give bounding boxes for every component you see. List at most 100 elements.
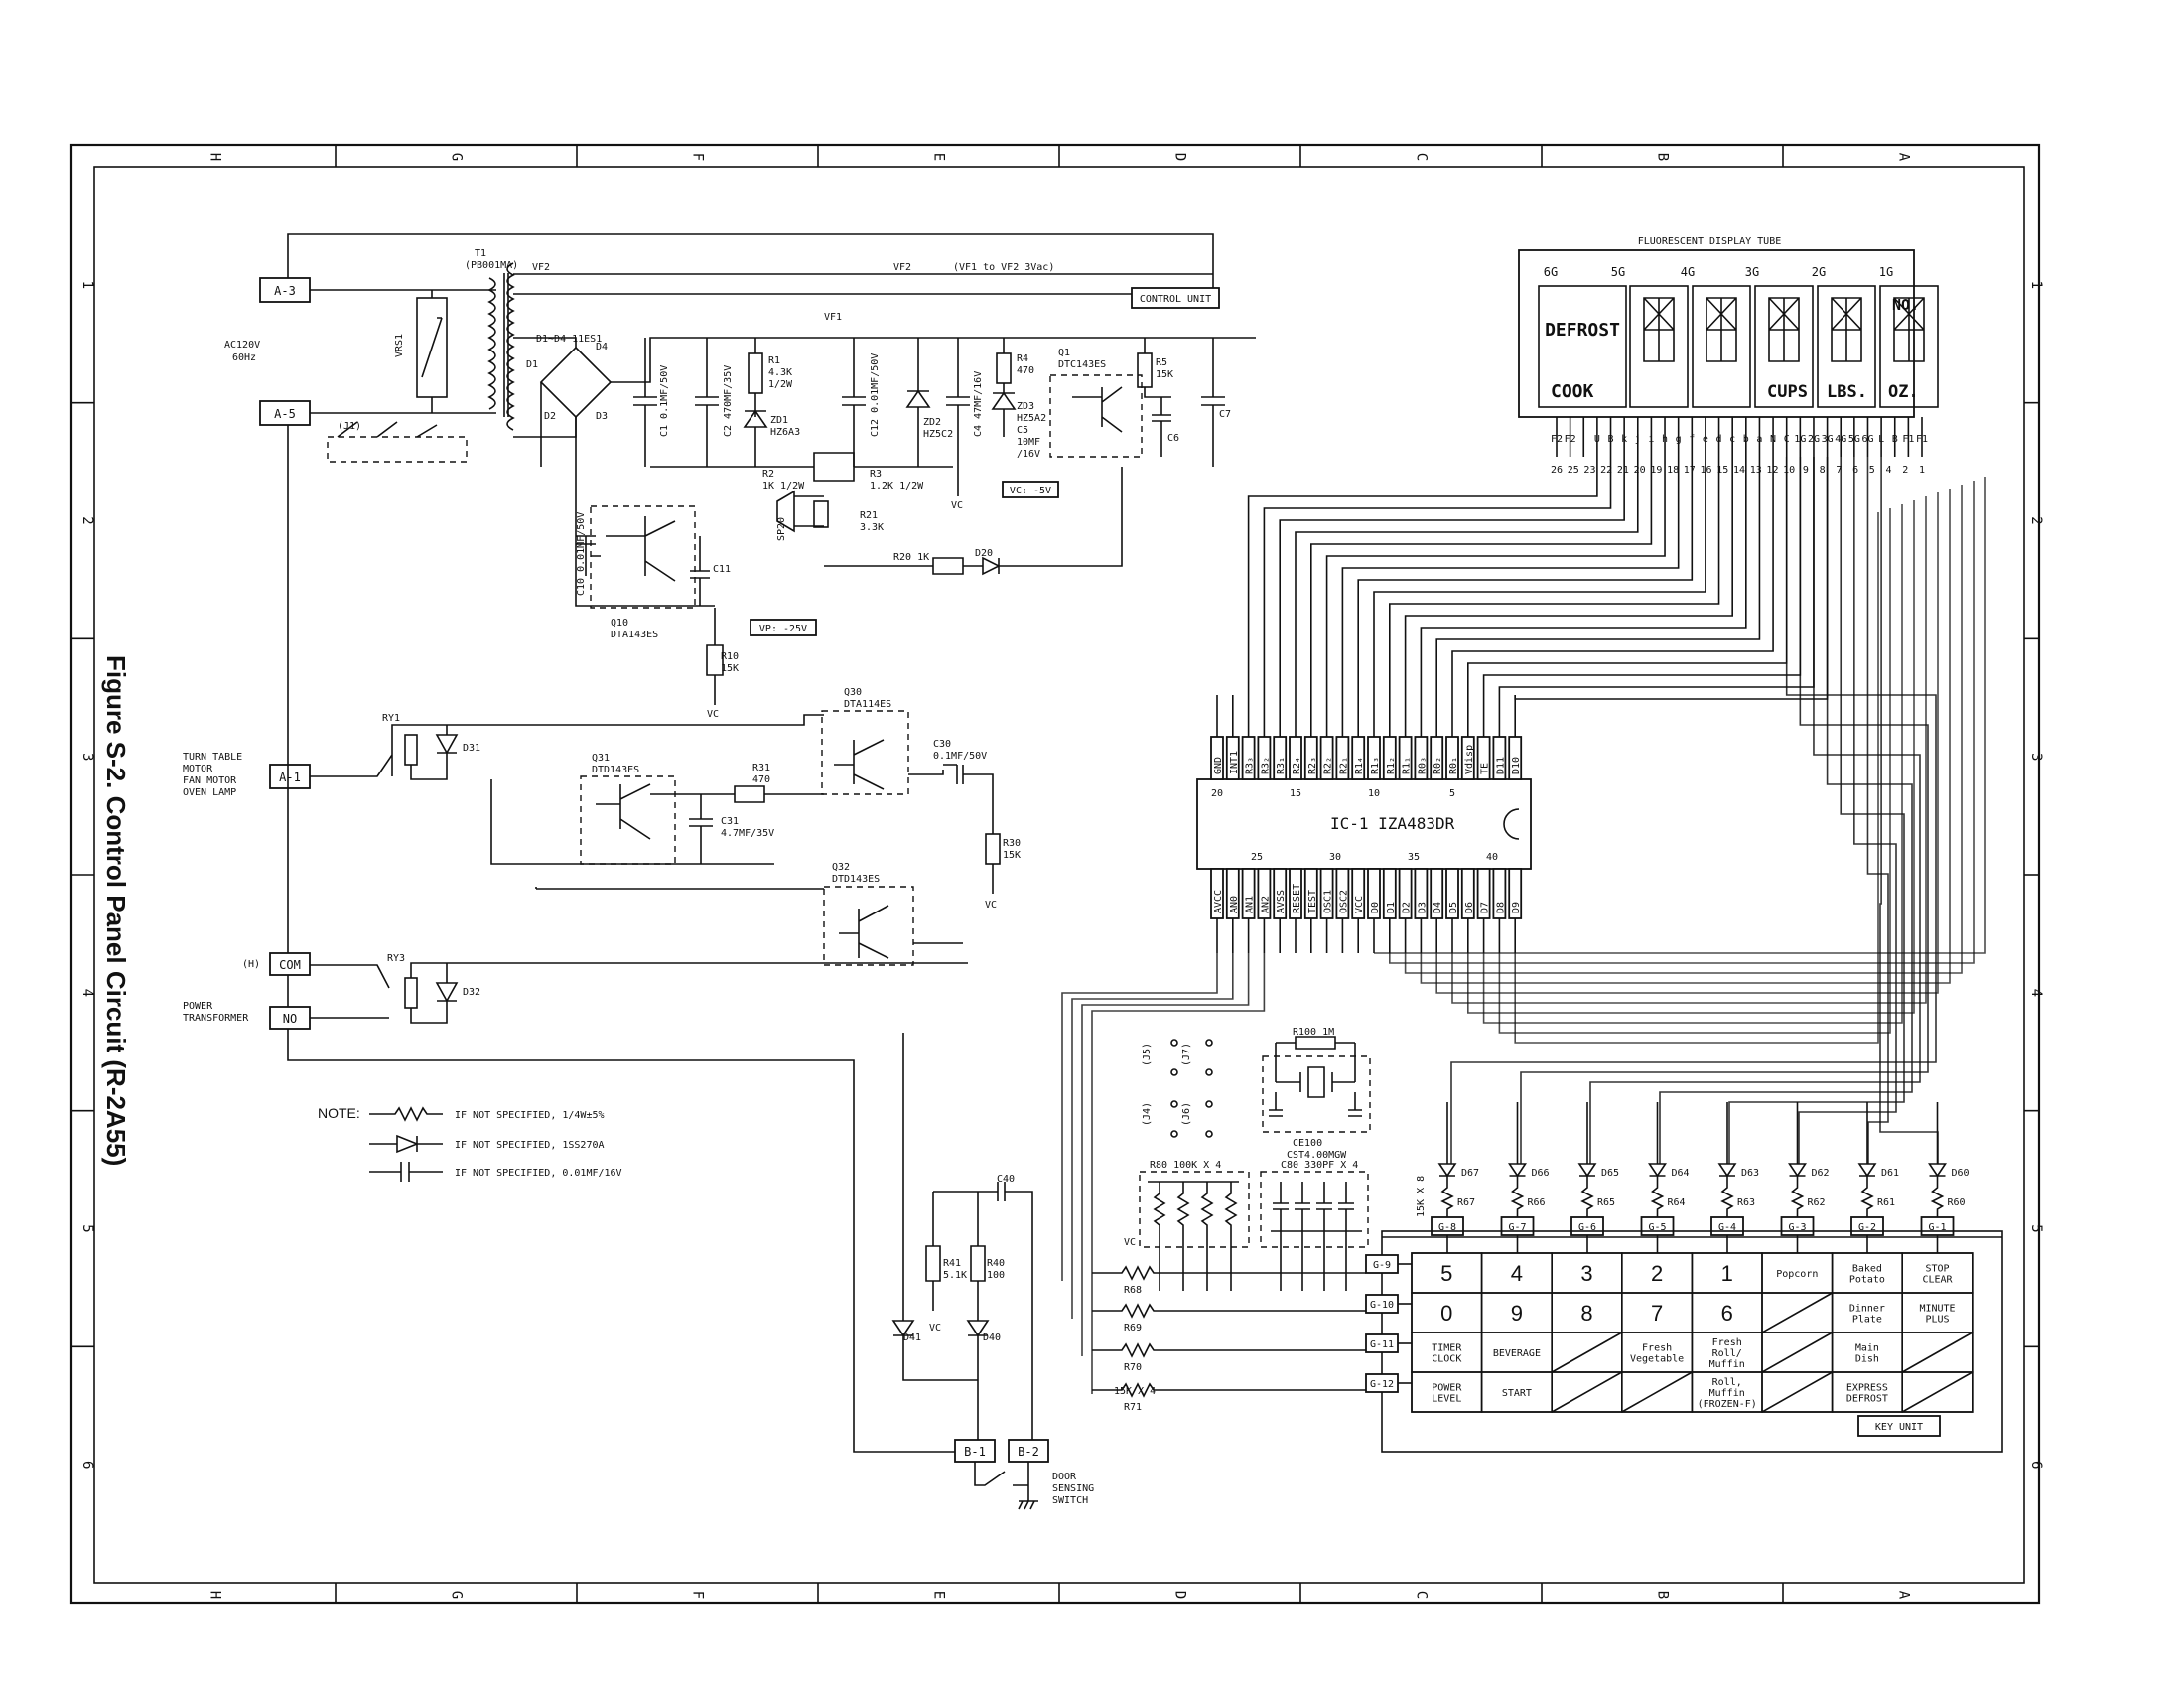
r31-value: 470	[752, 774, 770, 785]
r80-label: R80 100K X 4	[1150, 1160, 1221, 1171]
connector-a3	[259, 277, 311, 303]
vfd-word-cups: CUPS	[1767, 382, 1808, 402]
vfd-pin-number: 21	[1617, 465, 1629, 476]
row-driver-label: G-11	[1370, 1339, 1394, 1350]
border-col-top: H	[207, 153, 223, 161]
bus-wire-top	[1389, 457, 1720, 695]
display-bus-wiring	[1061, 457, 1986, 1394]
bus-wire-bottom	[1404, 485, 1963, 974]
vfd-word-panel	[1538, 285, 1627, 408]
bus-wire-top	[1451, 457, 1774, 695]
row-driver-label: G-9	[1373, 1260, 1391, 1271]
border-row-left: 3	[79, 753, 95, 761]
sp20-label: SP20	[776, 517, 787, 541]
c40-label: C40	[997, 1174, 1015, 1185]
ic1-pin-bottom-label: D4	[1433, 902, 1443, 913]
connector-a5-label: A-5	[274, 407, 296, 421]
bus-wire-top	[1310, 457, 1653, 695]
bus-wire-grid	[1798, 457, 1897, 1164]
d1-label: D1	[526, 359, 538, 370]
keypad-key-label: BEVERAGE	[1493, 1348, 1541, 1359]
border-col-top: E	[931, 153, 947, 161]
c5-voltage: /16V	[1017, 449, 1040, 460]
r100-label: R100 1M	[1293, 1027, 1334, 1038]
zd3-type: HZ5A2	[1017, 413, 1046, 424]
grid-diode-label: D67	[1461, 1168, 1479, 1179]
bus-wire-bottom	[1498, 508, 1891, 1034]
keypad-key-label: 3	[1580, 1261, 1592, 1286]
ic1-pin-bottom-label: RESET	[1292, 884, 1302, 913]
row-resistor	[1092, 1265, 1366, 1281]
ic1-pin-number: 30	[1329, 852, 1341, 863]
ic1-pin-bottom-label: D7	[1480, 902, 1491, 913]
keypad-key-label: Dish	[1855, 1354, 1879, 1365]
vfd-body	[1518, 249, 1915, 418]
keypad-key-unused	[1551, 1371, 1623, 1413]
keypad-key-label: Roll/	[1712, 1348, 1742, 1359]
row-resistor	[1092, 1303, 1366, 1319]
vfd-pin-letter: F1	[1916, 434, 1928, 445]
connector-b1-label: B-1	[964, 1445, 986, 1459]
keypad-key[interactable]	[1901, 1371, 1974, 1413]
grid-resistor	[1930, 1176, 1945, 1217]
ic1-pin-bottom-label: OSC1	[1323, 890, 1334, 913]
keypad-key-label: Fresh	[1642, 1343, 1672, 1354]
r80-resistor	[1224, 1182, 1238, 1291]
keypad-key-label: Muffin	[1709, 1388, 1745, 1399]
keypad-key-label: EXPRESS	[1846, 1383, 1888, 1394]
grid-diode-label: D61	[1881, 1168, 1899, 1179]
r3-value: 1.2K 1/2W	[870, 481, 924, 491]
q10-label: Q10	[611, 618, 628, 629]
c80-capacitor	[1338, 1182, 1354, 1291]
j6-label: (J6)	[1181, 1102, 1192, 1126]
keypad-key-label: CLEAR	[1922, 1275, 1953, 1286]
bus-wire-grid	[1728, 457, 1905, 1164]
keypad-key-label: Potato	[1849, 1275, 1885, 1286]
ic1-pin-top-label: TE	[1480, 763, 1491, 774]
keypad-key-label: Dinner	[1849, 1304, 1885, 1315]
vfd-segment-digit	[1768, 297, 1800, 362]
ic1-pin-bottom-label: D8	[1495, 902, 1506, 913]
vfd-pin-number: 25	[1568, 465, 1579, 476]
border-row-right: 6	[2028, 1461, 2044, 1469]
vfd-pin-number: 9	[1803, 465, 1809, 476]
grid-driver-label: G-1	[1928, 1222, 1946, 1233]
bus-wire-grid	[1450, 457, 1937, 1164]
r31-label: R31	[752, 763, 770, 773]
bus-wire-analog	[1061, 953, 1218, 1281]
vfd-word-no: NO.	[1892, 296, 1919, 314]
ic1-pin-top-label: R0₂	[1433, 757, 1443, 774]
c30-value: 0.1MF/50V	[933, 751, 987, 762]
bus-wire-top	[1247, 457, 1598, 695]
ic1-pin-top-label: D11	[1495, 757, 1506, 774]
control-unit-label: CONTROL UNIT	[1140, 294, 1211, 305]
bus-wire-top	[1357, 457, 1694, 695]
door-switch-line-3: SWITCH	[1052, 1495, 1088, 1506]
r1-value: 4.3K	[768, 367, 792, 378]
grid-diode-label: D65	[1601, 1168, 1619, 1179]
bus-wire-grid	[1659, 457, 1913, 1164]
keypad-key-label: TIMER	[1432, 1343, 1462, 1354]
vc-label-1: VC	[951, 500, 963, 511]
vfd-pin-number: 4	[1886, 465, 1892, 476]
grid-driver-label: G-3	[1788, 1222, 1806, 1233]
vfd-grid-label: 4G	[1681, 265, 1695, 279]
q32-type: DTD143ES	[832, 874, 880, 885]
motor-label: MOTOR	[183, 764, 213, 774]
ic1-pin-number: 20	[1211, 788, 1223, 799]
border-row-right: 1	[2028, 281, 2044, 289]
bus-wire-top	[1420, 457, 1747, 695]
vfd-pin-letter: c	[1729, 434, 1735, 445]
ic1-pin-top-label: R1₄	[1354, 757, 1365, 774]
border-col-top: C	[1414, 153, 1430, 161]
note-item-1: IF NOT SPECIFIED, 1/4W±5%	[455, 1110, 605, 1121]
connector-a1-label: A-1	[279, 771, 301, 784]
grid-driver-label: G-2	[1858, 1222, 1876, 1233]
ac-source-label: AC120V	[224, 340, 260, 351]
r3-label: R3	[870, 469, 882, 480]
keypad-key-label: (FROZEN-F)	[1698, 1399, 1757, 1410]
q1-type: DTC143ES	[1058, 359, 1106, 370]
keypad-key-label: START	[1502, 1388, 1532, 1399]
grid-diode	[1857, 1163, 1877, 1178]
